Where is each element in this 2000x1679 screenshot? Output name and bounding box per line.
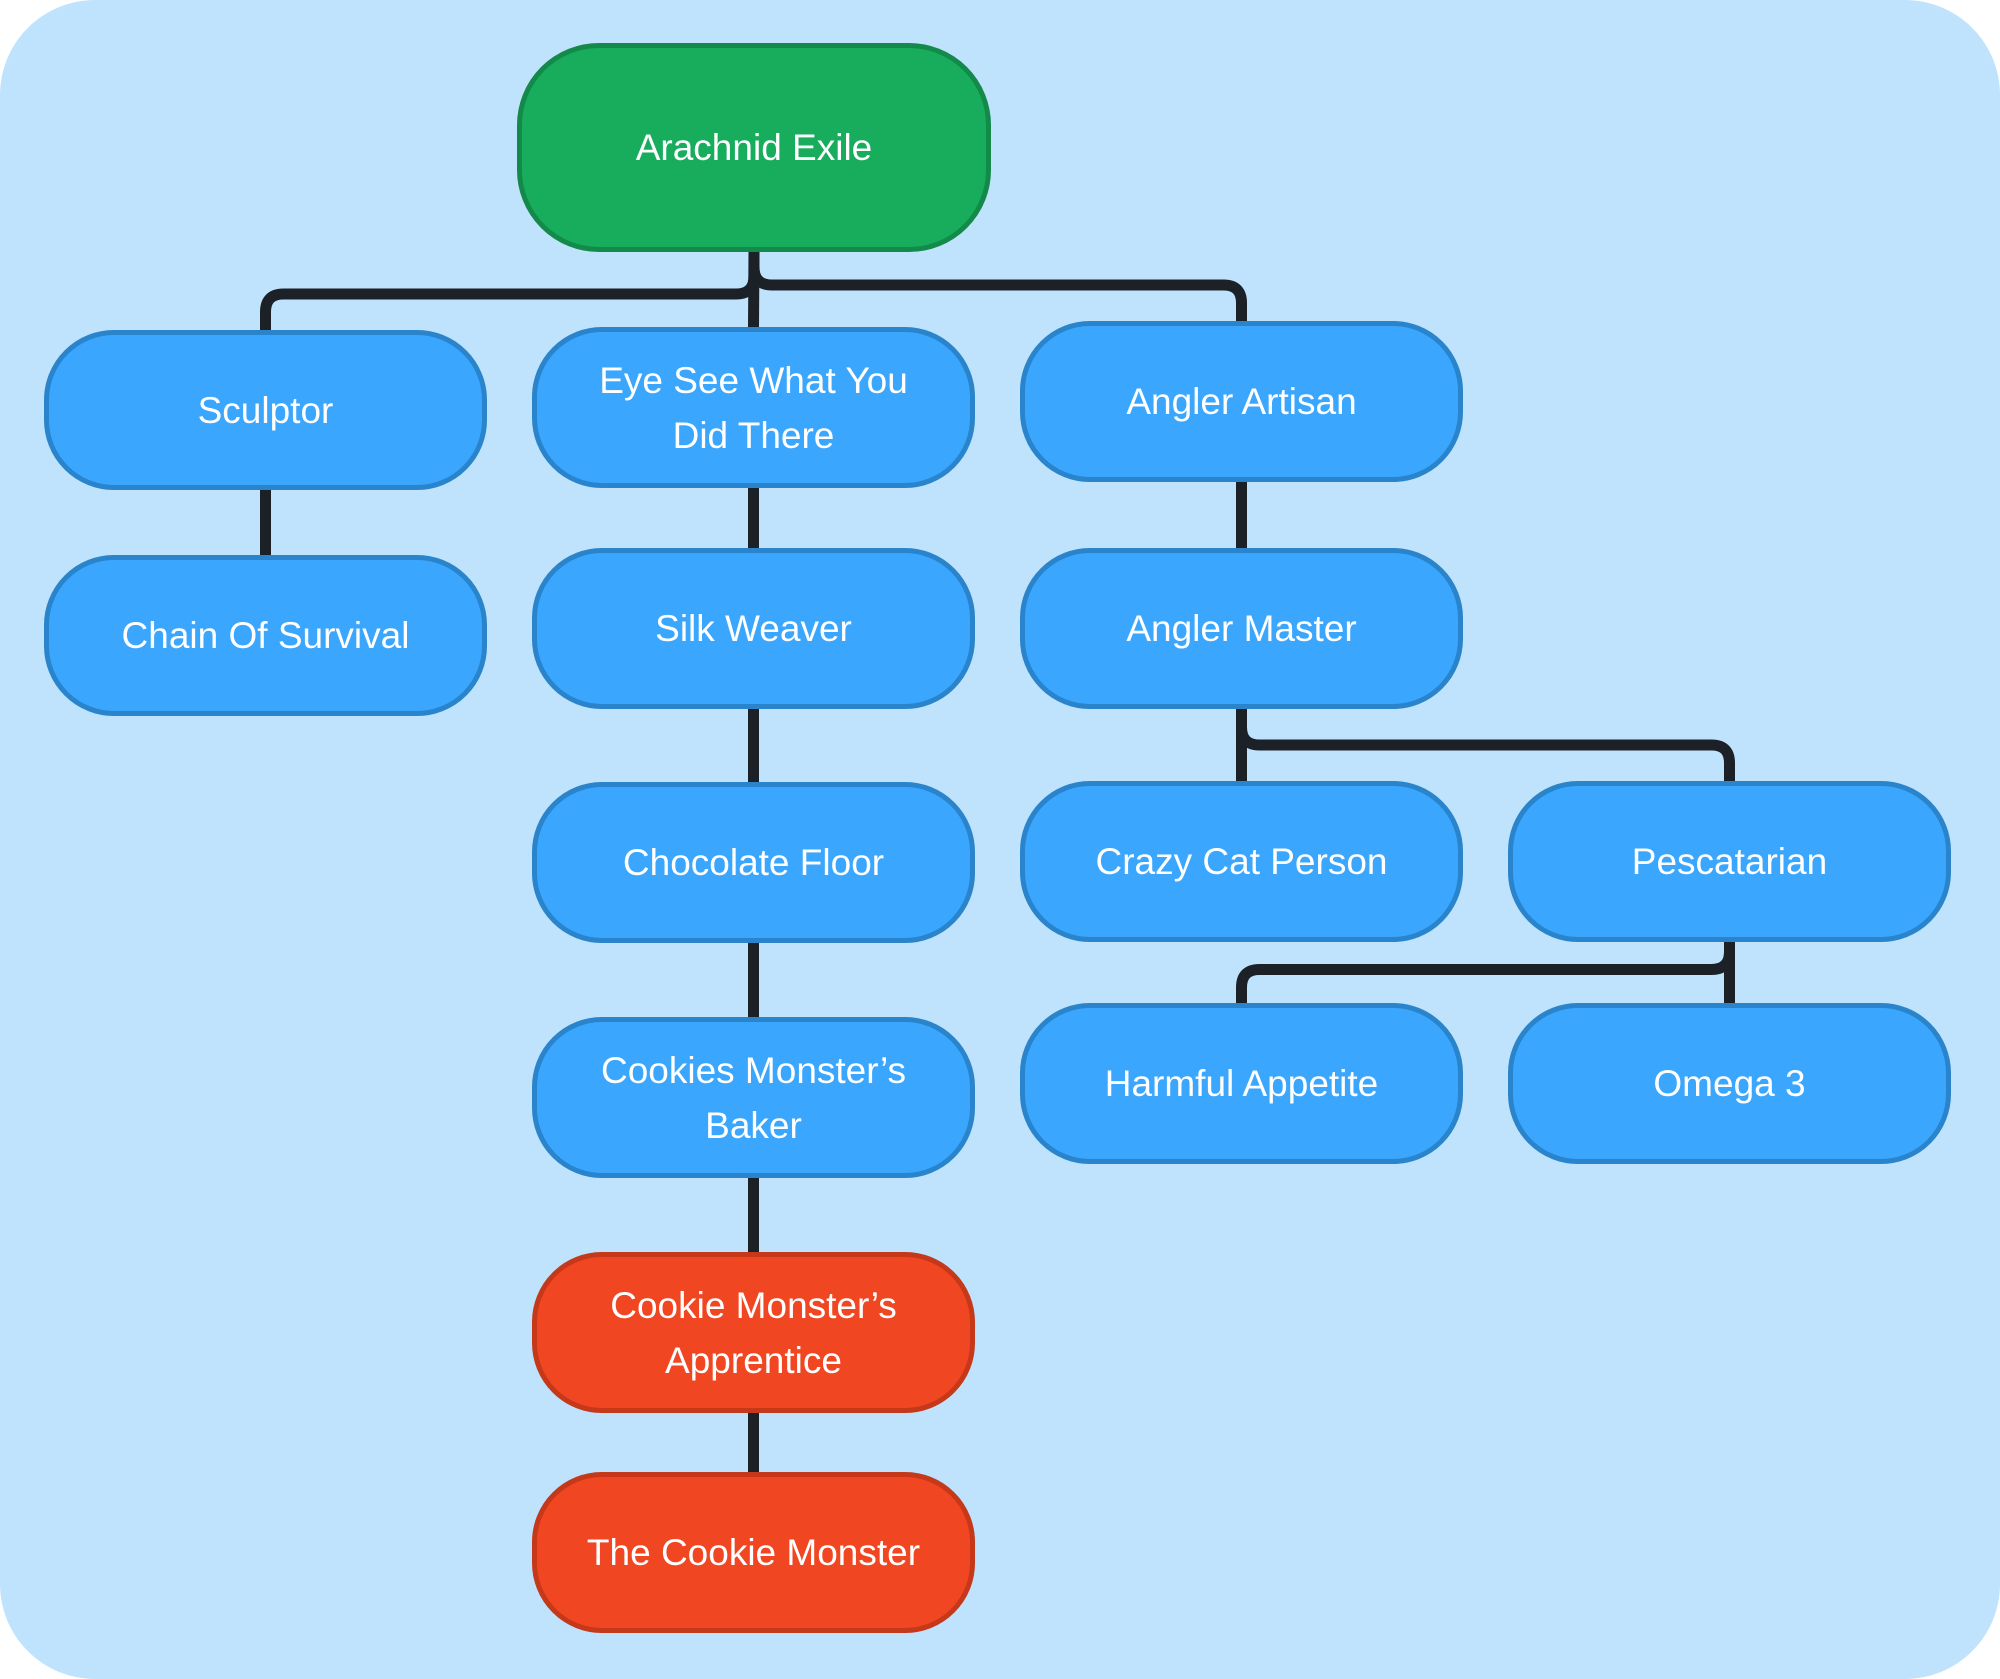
node-pescatarian[interactable]: Pescatarian <box>1508 781 1951 942</box>
node-arachnid-exile[interactable]: Arachnid Exile <box>517 43 991 252</box>
node-cookie-monsters-apprentice[interactable]: Cookie Monster’s Apprentice <box>532 1252 975 1413</box>
node-sculptor[interactable]: Sculptor <box>44 330 487 490</box>
node-label: Chain Of Survival <box>121 615 410 656</box>
node-angler-artisan[interactable]: Angler Artisan <box>1020 321 1463 482</box>
node-label: Angler Master <box>1126 608 1357 649</box>
node-label: The Cookie Monster <box>586 1532 921 1573</box>
node-label: Crazy Cat Person <box>1095 841 1388 882</box>
node-chain-of-survival[interactable]: Chain Of Survival <box>44 555 487 716</box>
node-angler-master[interactable]: Angler Master <box>1020 548 1463 709</box>
node-label: Omega 3 <box>1653 1063 1806 1104</box>
node-label: Harmful Appetite <box>1104 1063 1379 1104</box>
node-silk-weaver[interactable]: Silk Weaver <box>532 548 975 709</box>
edge-pescatarian-harmful-appetite <box>1236 936 1735 1009</box>
node-label: Silk Weaver <box>655 608 852 649</box>
edge-root-sculptor <box>260 246 760 336</box>
node-label: Cookies Monster’s Baker <box>600 1049 907 1146</box>
node-label: Chocolate Floor <box>622 842 885 883</box>
node-label: Eye See What You Did There <box>599 359 908 456</box>
node-label: Arachnid Exile <box>635 127 873 168</box>
node-crazy-cat-person[interactable]: Crazy Cat Person <box>1020 781 1463 942</box>
node-the-cookie-monster[interactable]: The Cookie Monster <box>532 1472 975 1633</box>
edge-root-angler-artisan <box>748 246 1247 327</box>
node-cookies-monsters-baker[interactable]: Cookies Monster’s Baker <box>532 1017 975 1178</box>
edge-angler-master-pescatarian <box>1236 703 1735 787</box>
node-omega-3[interactable]: Omega 3 <box>1508 1003 1951 1164</box>
node-eye-see-what-you-did-there[interactable]: Eye See What You Did There <box>532 327 975 488</box>
node-label: Cookie Monster’s Apprentice <box>610 1284 897 1381</box>
node-label: Sculptor <box>197 389 334 431</box>
node-label: Angler Artisan <box>1126 381 1357 422</box>
node-harmful-appetite[interactable]: Harmful Appetite <box>1020 1003 1463 1164</box>
node-label: Pescatarian <box>1631 841 1828 882</box>
node-chocolate-floor[interactable]: Chocolate Floor <box>532 782 975 943</box>
